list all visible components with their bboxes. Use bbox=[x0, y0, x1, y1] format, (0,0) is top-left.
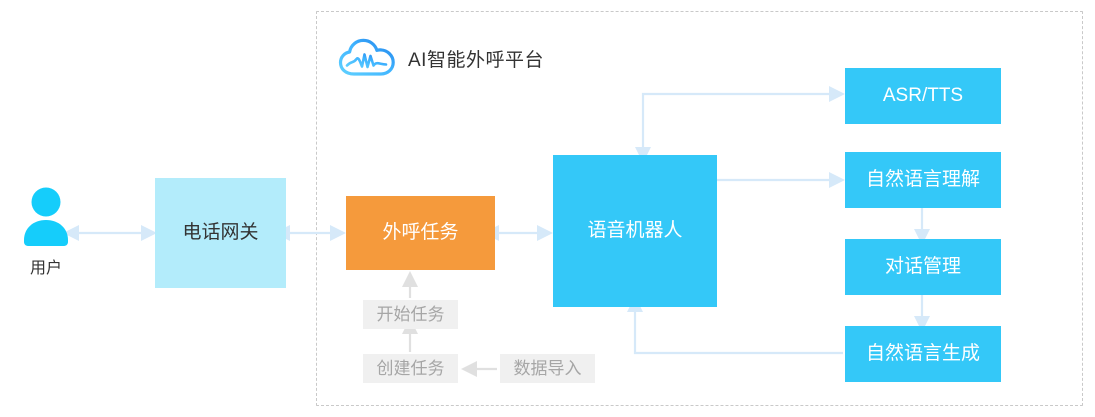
node-voice-robot-label: 语音机器人 bbox=[587, 220, 683, 242]
node-create-task-label: 创建任务 bbox=[376, 358, 445, 378]
node-start-task[interactable]: 开始任务 bbox=[363, 300, 458, 329]
platform-header: AI智能外呼平台 bbox=[338, 36, 544, 80]
node-nlu[interactable]: 自然语言理解 bbox=[845, 152, 1001, 208]
node-telephone-gateway-label: 电话网关 bbox=[182, 222, 259, 244]
node-dialogue-management[interactable]: 对话管理 bbox=[845, 239, 1001, 295]
node-data-import[interactable]: 数据导入 bbox=[500, 354, 595, 383]
node-dialogue-management-label: 对话管理 bbox=[884, 256, 961, 278]
node-outbound-task[interactable]: 外呼任务 bbox=[346, 196, 495, 270]
platform-title: AI智能外呼平台 bbox=[408, 49, 544, 71]
node-asr-tts-label: ASR/TTS bbox=[882, 85, 964, 107]
node-create-task[interactable]: 创建任务 bbox=[363, 354, 458, 383]
node-nlg[interactable]: 自然语言生成 bbox=[845, 326, 1001, 382]
node-data-import-label: 数据导入 bbox=[513, 358, 582, 378]
node-voice-robot[interactable]: 语音机器人 bbox=[553, 155, 717, 307]
platform-boundary bbox=[316, 11, 1083, 406]
node-asr-tts[interactable]: ASR/TTS bbox=[845, 68, 1001, 124]
user-actor: 用户 bbox=[6, 186, 86, 278]
node-nlg-label: 自然语言生成 bbox=[865, 343, 980, 365]
node-start-task-label: 开始任务 bbox=[376, 304, 445, 324]
node-outbound-task-label: 外呼任务 bbox=[382, 222, 459, 244]
node-nlu-label: 自然语言理解 bbox=[865, 169, 980, 191]
user-label: 用户 bbox=[29, 260, 62, 277]
user-icon bbox=[24, 187, 68, 246]
cloud-icon bbox=[338, 38, 395, 76]
node-telephone-gateway[interactable]: 电话网关 bbox=[155, 178, 286, 288]
